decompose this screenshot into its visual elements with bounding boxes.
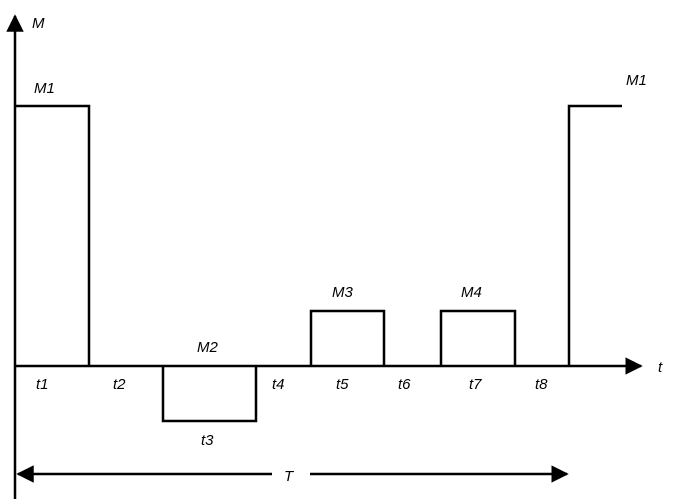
pulse-m2: [161, 366, 258, 423]
level-label-m2: M2: [197, 339, 218, 356]
pulse-m4: [439, 309, 517, 366]
time-mark-t2: t2: [113, 376, 126, 393]
time-mark-t6: t6: [398, 376, 411, 393]
time-mark-t5: t5: [336, 376, 349, 393]
pulse-m3: [309, 309, 386, 366]
time-mark-t4: t4: [272, 376, 285, 393]
time-mark-t8: t8: [535, 376, 548, 393]
level-label-m1-right: M1: [626, 72, 647, 89]
y-axis-label: M: [32, 15, 45, 32]
time-mark-t1: t1: [36, 376, 49, 393]
pulse-m1-right: [567, 104, 622, 366]
level-label-m4: M4: [461, 284, 482, 301]
time-mark-t7: t7: [469, 376, 482, 393]
x-axis-label: t: [658, 359, 663, 376]
level-label-m3: M3: [332, 284, 353, 301]
period-label: T: [284, 468, 295, 485]
pulse-m1-left: [15, 104, 91, 366]
level-label-m1-left: M1: [34, 80, 55, 97]
time-mark-t3: t3: [201, 432, 214, 449]
